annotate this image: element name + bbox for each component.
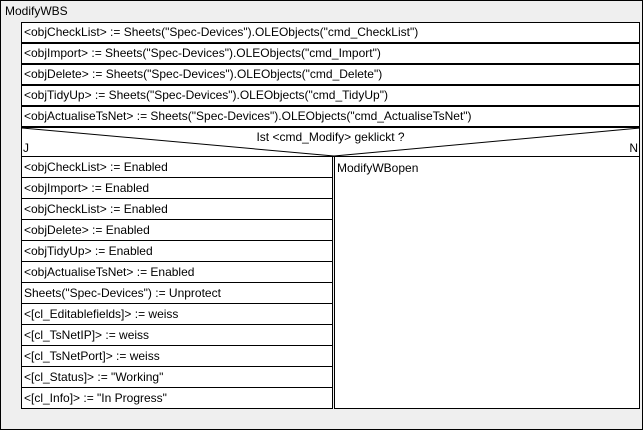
- branch-step: <objDelete> := Enabled: [21, 219, 333, 241]
- branch-step: <objActualiseTsNet> := Enabled: [21, 261, 333, 283]
- branch-step: <objCheckList> := Enabled: [21, 156, 333, 178]
- true-branch: <objCheckList> := Enabled <objImport> :=…: [21, 156, 333, 409]
- condition-triangle: [22, 128, 641, 157]
- branch-step: <[cl_Info]> := "In Progress": [21, 387, 333, 409]
- branch-step: <objCheckList> := Enabled: [21, 198, 333, 220]
- branch-step: ModifyWBopen: [337, 161, 419, 175]
- false-branch: ModifyWBopen: [334, 156, 640, 409]
- sequence-step: <objImport> := Sheets("Spec-Devices").OL…: [21, 43, 640, 64]
- branch-step: <[cl_Editablefields]> := weiss: [21, 303, 333, 325]
- condition-text: Ist <cmd_Modify> geklickt ?: [256, 130, 405, 144]
- sequence-step: <objCheckList> := Sheets("Spec-Devices")…: [21, 22, 640, 43]
- sequence-step: <objActualiseTsNet> := Sheets("Spec-Devi…: [21, 106, 640, 127]
- condition-false-label: N: [629, 141, 638, 155]
- sequence-step: <objTidyUp> := Sheets("Spec-Devices").OL…: [21, 85, 640, 106]
- branch-step: Sheets("Spec-Devices") := Unprotect: [21, 282, 333, 304]
- sequence-step: <objDelete> := Sheets("Spec-Devices").OL…: [21, 64, 640, 85]
- diagram-title: ModifyWBS: [5, 4, 68, 18]
- branch-step: <objTidyUp> := Enabled: [21, 240, 333, 262]
- branch-step: <[cl_TsNetIP]> := weiss: [21, 324, 333, 346]
- condition-true-label: J: [23, 141, 29, 155]
- branch-step: <[cl_Status]> := "Working": [21, 366, 333, 388]
- branch-step: <[cl_TsNetPort]> := weiss: [21, 345, 333, 367]
- branch-step: <objImport> := Enabled: [21, 177, 333, 199]
- condition-block: Ist <cmd_Modify> geklickt ? J N: [21, 127, 641, 157]
